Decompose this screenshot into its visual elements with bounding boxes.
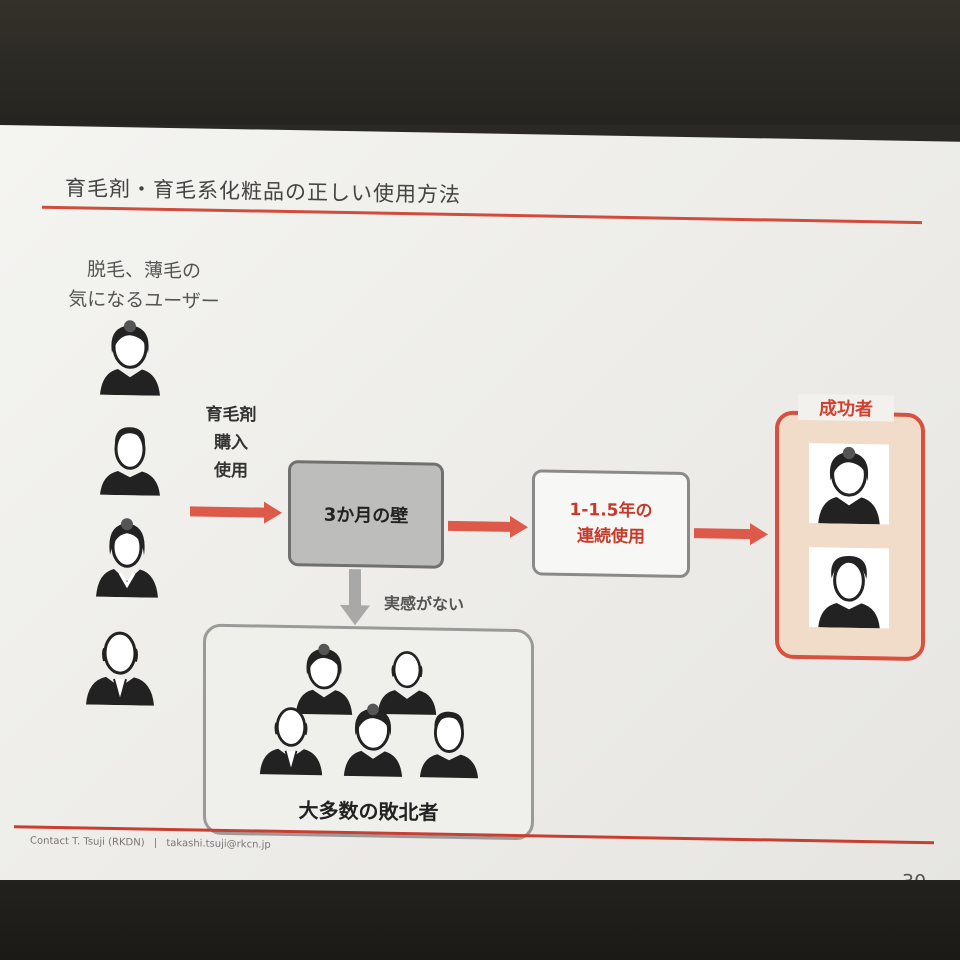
success-group-box — [775, 410, 925, 662]
continuous-line1: 1-1.5年の — [569, 499, 653, 522]
arrow-shaft — [190, 506, 266, 518]
users-label-line2: 気になるユーザー — [68, 288, 220, 313]
footer-contact-name: Contact T. Tsuji (RKDN) — [30, 835, 145, 849]
no-feel-label: 実感がない — [384, 593, 465, 615]
arrow-shaft — [349, 569, 361, 608]
footer-email: takashi.tsuji@rkcn.jp — [166, 837, 271, 851]
woman-person-icon — [809, 443, 889, 525]
monitor-bezel-top — [0, 0, 960, 125]
continuous-line2: 連続使用 — [577, 526, 645, 548]
bald-businessman-person-icon — [84, 622, 156, 706]
woman-person-icon — [292, 640, 356, 715]
short-hair-man-icon — [416, 700, 482, 779]
arrow-head — [340, 604, 370, 626]
continuous-use-box: 1-1.5年の 連続使用 — [532, 469, 690, 579]
three-month-wall-box: 3か月の壁 — [288, 460, 444, 569]
bald-businessman-person-icon — [258, 698, 324, 777]
short-hair-man-icon — [809, 547, 889, 629]
arrow-shaft — [694, 528, 752, 540]
man-person-icon — [96, 417, 164, 496]
footer-separator: | — [153, 837, 158, 849]
purchase-use-label: 育毛剤 購入 使用 — [186, 400, 276, 486]
step-label-line3: 使用 — [214, 460, 248, 482]
slide-title: 育毛剤・育毛系化粧品の正しい使用方法 — [65, 176, 461, 208]
failure-label: 大多数の敗北者 — [298, 798, 439, 825]
title-underline — [42, 205, 922, 225]
arrow-head — [264, 501, 282, 524]
step-label-line1: 育毛剤 — [205, 404, 257, 426]
businesswoman-person-icon — [92, 515, 162, 598]
arrow-to-failure — [340, 569, 370, 628]
failure-group-box: 大多数の敗北者 — [203, 623, 534, 841]
arrow-to-continuous — [448, 515, 528, 539]
arrow-shaft — [448, 520, 512, 532]
arrow-head — [510, 515, 528, 539]
arrow-to-wall — [190, 500, 282, 524]
bald-person-icon — [376, 642, 438, 717]
step-label-line2: 購入 — [214, 432, 248, 454]
presentation-slide: 育毛剤・育毛系化粧品の正しい使用方法 脱毛、薄毛の 気になるユーザー — [0, 125, 960, 897]
monitor-bezel-bottom — [0, 880, 960, 960]
woman-person-icon — [340, 699, 406, 778]
woman-person-icon — [96, 317, 164, 396]
success-label: 成功者 — [798, 393, 894, 422]
wall-box-label: 3か月の壁 — [323, 504, 409, 528]
arrow-head — [750, 523, 768, 546]
users-label-line1: 脱毛、薄毛の — [86, 258, 201, 283]
arrow-to-success — [694, 522, 768, 546]
users-label: 脱毛、薄毛の 気になるユーザー — [44, 254, 244, 317]
footer-contact: Contact T. Tsuji (RKDN) | takashi.tsuji@… — [30, 836, 271, 851]
